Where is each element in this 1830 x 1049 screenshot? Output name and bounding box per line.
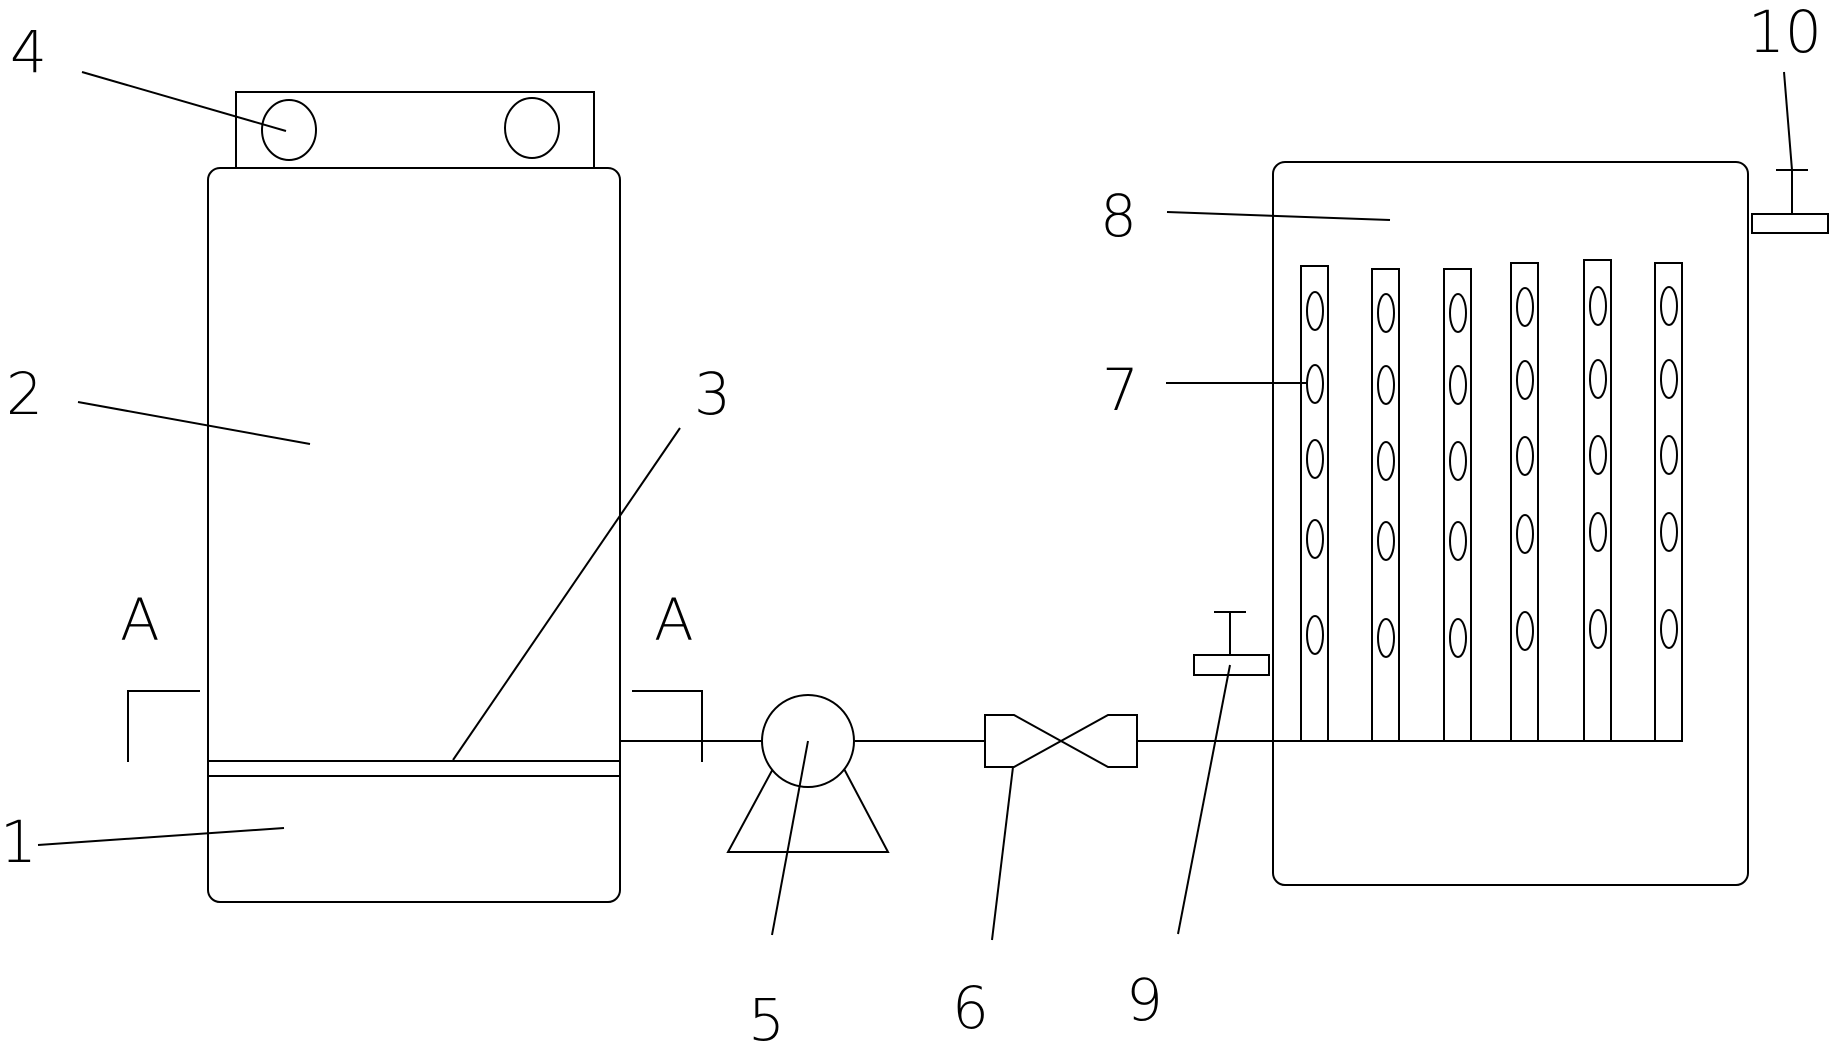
top-box [235,91,595,169]
tube-hole [1660,435,1678,475]
label-10: 10 [1748,0,1822,66]
vessel-body [1272,161,1749,886]
tube-hole [1516,611,1534,651]
tube-5 [1583,259,1612,742]
label-7: 7 [1102,356,1139,424]
tube-hole [1377,365,1395,405]
leader-2 [77,401,311,445]
leader-3 [452,427,681,761]
leader-8 [1166,211,1391,221]
right-vessel [1272,161,1749,886]
tube-body [1443,268,1472,742]
tube-hole [1589,286,1607,326]
tube-body [1371,268,1400,742]
label-6: 6 [952,974,989,1042]
leader-4 [81,71,287,132]
tube-hole [1660,286,1678,326]
top-circle-right [504,97,560,159]
outlet-fitting [1751,169,1829,234]
tube-hole [1589,435,1607,475]
top-circle-left [261,99,317,161]
tube-hole [1449,618,1467,658]
tank-body [207,167,621,903]
tube-hole [1449,365,1467,405]
tube-hole [1377,521,1395,561]
tube-body [1583,259,1612,742]
tube-hole [1306,519,1324,559]
section-bracket-right [632,690,703,762]
side-fitting-pipe [1193,654,1270,676]
tube-hole [1306,439,1324,479]
tube-hole [1377,441,1395,481]
leader-10 [1783,71,1793,171]
section-label-right: A [654,586,694,654]
tube-hole [1516,287,1534,327]
label-9: 9 [1126,966,1163,1034]
leader-9 [1177,664,1231,935]
tube-hole [1660,512,1678,552]
label-5: 5 [748,986,785,1049]
tube-hole [1660,609,1678,649]
label-2: 2 [6,360,43,428]
top-unit [235,91,595,169]
tube-hole [1449,521,1467,561]
leader-lines [37,71,1793,941]
label-8: 8 [1100,182,1137,250]
tube-hole [1516,514,1534,554]
tube-3 [1443,268,1472,742]
tube-body [1510,262,1539,742]
tube-hole [1589,512,1607,552]
tube-2 [1371,268,1400,742]
tube-6 [1654,262,1683,742]
tube-hole [1377,618,1395,658]
tube-1 [1300,265,1329,742]
section-bracket-left [127,690,200,762]
tube-hole [1516,436,1534,476]
pump [726,694,890,853]
tube-hole [1449,293,1467,333]
side-fitting [1193,611,1270,676]
tube-hole [1377,293,1395,333]
leader-6 [991,766,1014,941]
section-mark-left [127,690,200,762]
tube-4 [1510,262,1539,742]
outlet-pipe [1751,213,1829,234]
tube-hole [1660,359,1678,399]
leader-5 [771,740,809,936]
left-tank [207,167,621,903]
tube-hole [1516,360,1534,400]
tube-body [1654,262,1683,742]
tube-hole [1306,615,1324,655]
tube-hole [1589,609,1607,649]
section-mark-right [632,690,703,762]
tube-body [1300,265,1329,742]
label-1: 1 [0,808,37,876]
tube-hole [1449,441,1467,481]
label-3: 3 [694,360,731,428]
leader-1 [37,827,285,846]
tube-hole [1306,291,1324,331]
tube-hole [1589,359,1607,399]
valve [984,714,1138,768]
section-label-left: A [120,586,160,654]
label-4: 4 [10,18,47,86]
tube-hole [1306,364,1324,404]
valve-body [984,714,1138,768]
